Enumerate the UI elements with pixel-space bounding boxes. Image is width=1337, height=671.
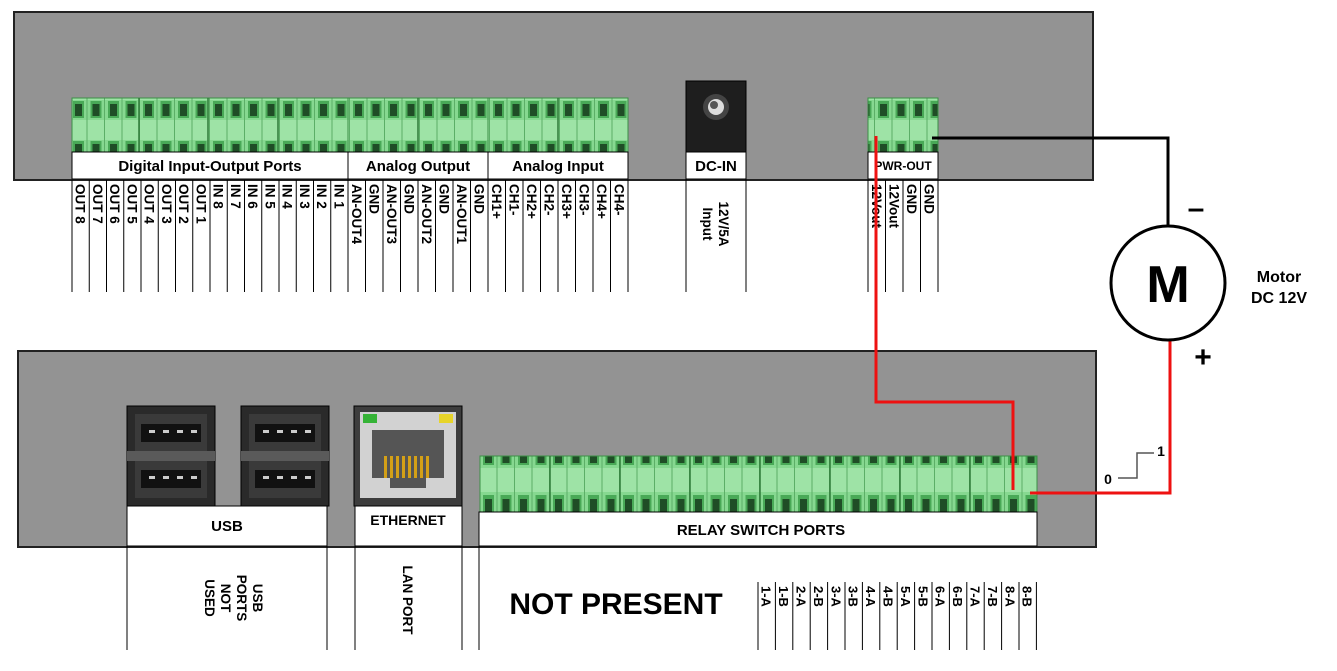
top-pin-frames xyxy=(685,179,747,292)
relay-pin-11: 6-B xyxy=(950,586,965,607)
relay-pin-8: 5-A xyxy=(898,586,913,608)
relay-pin-1: 1-B xyxy=(776,586,791,607)
ethernet-jack xyxy=(353,405,463,507)
analog-out-pin-0: AN-OUT4 xyxy=(349,184,364,244)
digital-pin-15: IN 1 xyxy=(331,184,346,209)
relay-pin-5: 3-B xyxy=(846,586,861,607)
relay-pin-13: 7-B xyxy=(985,586,1000,607)
relay-pin-12: 7-A xyxy=(968,586,983,608)
analog-out-pin-2: AN-OUT3 xyxy=(384,184,399,244)
digital-pin-11: IN 5 xyxy=(262,184,277,209)
digital-pin-0: OUT 8 xyxy=(73,184,88,224)
analog-out-pin-1: GND xyxy=(366,184,381,214)
analog-out-pin-4: AN-OUT2 xyxy=(419,184,434,244)
relay-pin-9: 5-B xyxy=(915,586,930,607)
relay-switch-ports-label: RELAY SWITCH PORTS xyxy=(677,522,845,539)
red-wire-12v-to-relay xyxy=(874,136,1015,490)
black-wire-gnd-to-motor xyxy=(932,136,1170,226)
relay-pin-0: 1-A xyxy=(759,586,774,608)
usb-label: USB xyxy=(211,518,243,535)
dc-in-pin-label: 12V/5A Input xyxy=(700,201,731,246)
digital-pin-1: OUT 7 xyxy=(90,184,105,224)
svg-text:PORTS: PORTS xyxy=(234,575,249,622)
analog-in-pin-0: CH1+ xyxy=(489,184,504,219)
digital-pin-13: IN 3 xyxy=(297,184,312,209)
svg-text:12V/5A: 12V/5A xyxy=(716,201,731,246)
svg-text:NOT: NOT xyxy=(218,584,233,613)
wires xyxy=(874,136,1172,495)
analog-in-pin-5: CH3- xyxy=(576,184,591,216)
motor-letter: M xyxy=(1146,256,1189,314)
usb-port-right xyxy=(240,405,330,507)
analog-input-label: Analog Input xyxy=(512,158,604,175)
pwr-out-pin-1: 12Vout xyxy=(886,184,901,229)
bottom-pin-frames xyxy=(126,546,480,650)
analog-out-pin-6: AN-OUT1 xyxy=(454,184,469,244)
digital-pin-8: IN 8 xyxy=(211,184,226,209)
top-terminal-blocks xyxy=(71,97,939,153)
analog-out-pin-7: GND xyxy=(471,184,486,214)
pwr-out-pin-3: GND xyxy=(921,184,936,214)
digital-terminal-block xyxy=(71,97,349,153)
analog-out-pin-5: GND xyxy=(436,184,451,214)
not-present-label: NOT PRESENT xyxy=(509,588,722,621)
switch-indicator: 0 1 xyxy=(1104,443,1165,487)
analog-out-pin-3: GND xyxy=(401,184,416,214)
svg-text:1: 1 xyxy=(1157,443,1165,459)
pwr-out-label: PWR-OUT xyxy=(874,159,932,173)
digital-pin-3: OUT 5 xyxy=(124,184,139,224)
digital-pin-5: OUT 3 xyxy=(159,184,174,224)
svg-text:Input: Input xyxy=(700,208,715,241)
svg-text:USB: USB xyxy=(250,584,265,613)
digital-pin-14: IN 2 xyxy=(314,184,329,209)
analog-in-pin-7: CH4- xyxy=(611,184,626,216)
digital-pin-2: OUT 6 xyxy=(107,184,122,224)
analog-in-pin-1: CH1- xyxy=(506,184,521,216)
pwr-out-pin-2: GND xyxy=(904,184,919,214)
digital-pin-7: OUT 1 xyxy=(193,184,208,224)
analog-in-pin-4: CH3+ xyxy=(559,184,574,219)
digital-pin-6: OUT 2 xyxy=(176,184,191,224)
digital-pin-12: IN 4 xyxy=(280,184,295,209)
ethernet-label: ETHERNET xyxy=(370,512,446,528)
relay-pin-3: 2-B xyxy=(811,586,826,607)
digital-ports-label: Digital Input-Output Ports xyxy=(118,158,301,175)
dc-in-label: DC-IN xyxy=(695,158,737,175)
motor-minus: – xyxy=(1188,192,1205,225)
digital-pin-4: OUT 4 xyxy=(142,184,157,224)
relay-pin-4: 3-A xyxy=(828,586,843,608)
analog-in-pin-6: CH4+ xyxy=(594,184,609,219)
motor-symbol xyxy=(1109,224,1227,342)
pwr-out-terminal-block xyxy=(867,97,939,153)
relay-pin-10: 6-A xyxy=(933,586,948,608)
svg-text:0: 0 xyxy=(1104,471,1112,487)
top-label-strips xyxy=(71,151,939,180)
dc-jack xyxy=(685,80,747,154)
usb-pin-label: USB PORTS NOT USED xyxy=(202,575,265,622)
svg-text:USED: USED xyxy=(202,579,217,617)
motor-label-line1: Motor xyxy=(1257,269,1301,286)
relay-pin-14: 8-A xyxy=(1002,586,1017,608)
motor-plus: + xyxy=(1194,341,1212,374)
digital-pin-9: IN 7 xyxy=(228,184,243,209)
red-wire-relay-to-motor xyxy=(1030,340,1172,495)
digital-pin-10: IN 6 xyxy=(245,184,260,209)
relay-pin-15: 8-B xyxy=(1020,586,1035,607)
analog-output-label: Analog Output xyxy=(366,158,470,175)
usb-port-left xyxy=(126,405,216,507)
relay-pin-6: 4-A xyxy=(863,586,878,608)
analog-in-pin-2: CH2+ xyxy=(524,184,539,219)
bottom-label-strips xyxy=(126,505,1038,547)
relay-pin-2: 2-A xyxy=(794,586,809,608)
analog-in-pin-3: CH2- xyxy=(541,184,556,216)
relay-pin-7: 4-B xyxy=(881,586,896,607)
relay-terminal-block xyxy=(479,455,1038,513)
svg-text:LAN PORT: LAN PORT xyxy=(400,566,415,636)
motor-label-line2: DC 12V xyxy=(1251,290,1307,307)
lan-port-label: LAN PORT xyxy=(400,566,415,636)
